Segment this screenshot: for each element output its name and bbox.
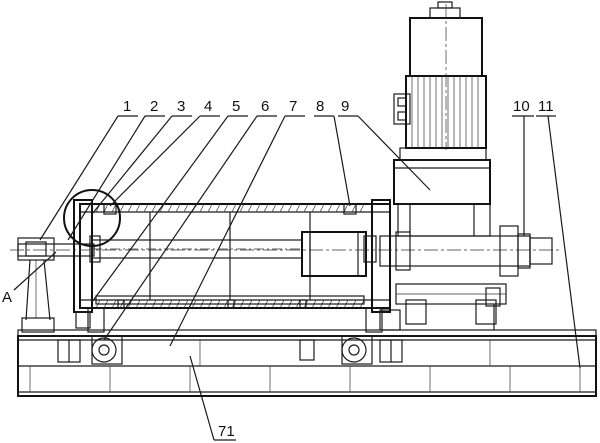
- callout-11: 11: [538, 98, 554, 115]
- callout-labels: 1 2 3 4 5 6 7 8 9 10 11 71 A: [2, 98, 554, 440]
- callout-3: 3: [177, 98, 185, 115]
- callout-8: 8: [316, 98, 324, 115]
- callout-4: 4: [204, 98, 212, 115]
- drum-hatch-top: [95, 203, 365, 213]
- motor: [393, 1, 487, 150]
- callout-7: 7: [289, 98, 297, 115]
- detail-circle-a: [13, 189, 121, 291]
- left-support-stand: [17, 237, 55, 333]
- callout-5: 5: [232, 98, 240, 115]
- callout-2: 2: [150, 98, 158, 115]
- drum-assembly: [73, 199, 391, 333]
- base-frame: [17, 329, 597, 397]
- right-lower-mechanism: [379, 283, 507, 331]
- callout-9: 9: [341, 98, 349, 115]
- detail-label-a: A: [2, 289, 12, 306]
- callout-1: 1: [123, 98, 131, 115]
- gearbox: [393, 147, 491, 237]
- callout-71: 71: [218, 423, 235, 440]
- callout-10: 10: [513, 98, 530, 115]
- leader-lines: [39, 115, 581, 441]
- callout-6: 6: [261, 98, 269, 115]
